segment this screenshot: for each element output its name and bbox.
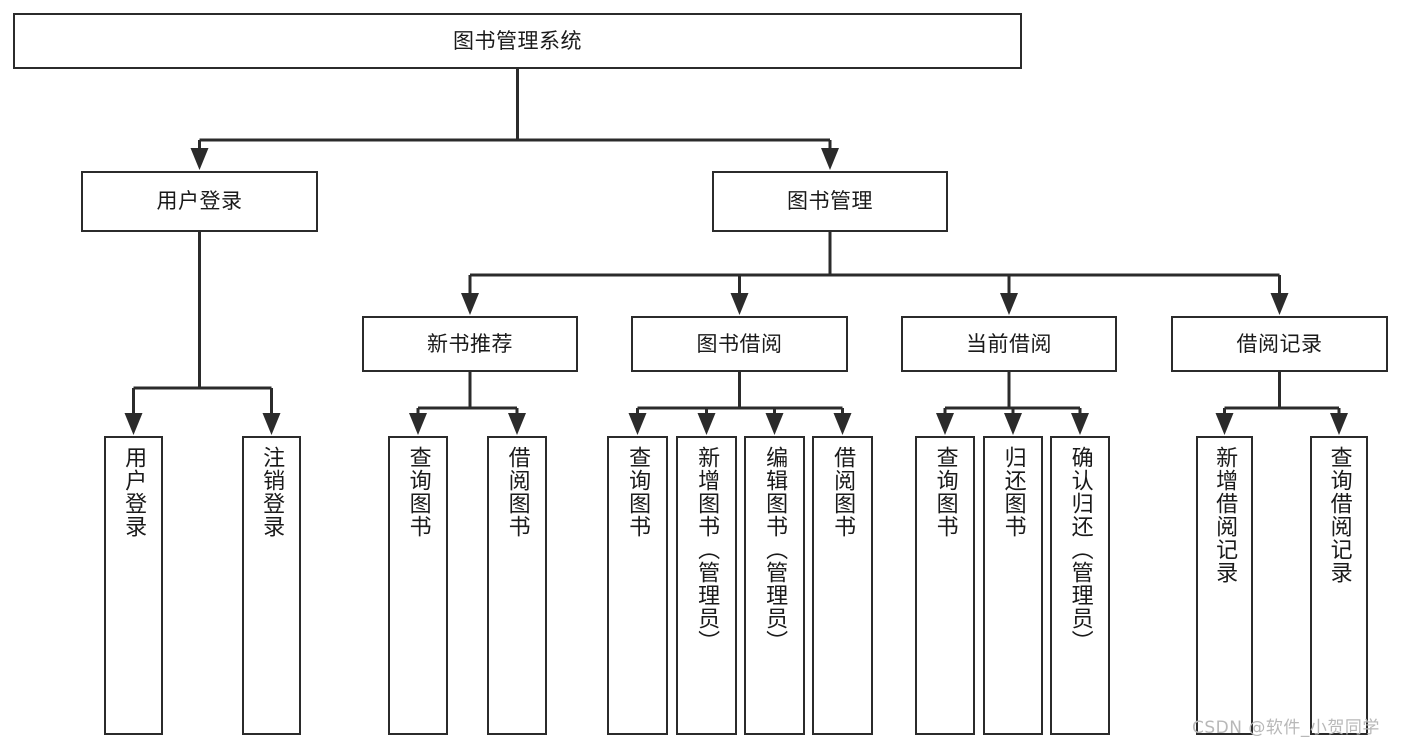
- arrow-head-icon: [765, 413, 784, 435]
- node-label: 新书推荐: [427, 331, 513, 356]
- arrow-head-icon: [409, 413, 427, 435]
- node-new-book-rec[interactable]: 新书推荐: [362, 316, 578, 372]
- node-label: 新增图书（管理员）: [694, 446, 720, 653]
- arrow-head-icon: [1071, 413, 1089, 435]
- arrow-head-icon: [730, 293, 749, 315]
- node-book-borrow[interactable]: 图书借阅: [631, 316, 848, 372]
- watermark-label: CSDN @软件_小贺同学: [1192, 718, 1380, 738]
- node-user-login[interactable]: 用户登录: [81, 171, 318, 232]
- node-label: 编辑图书（管理员）: [762, 446, 788, 653]
- node-leaf-borrow-book-2[interactable]: 借阅图书: [812, 436, 873, 735]
- arrow-head-icon: [508, 413, 526, 435]
- arrow-head-icon: [697, 413, 716, 435]
- arrow-head-icon: [833, 413, 852, 435]
- node-label: 确认归还（管理员）: [1067, 446, 1093, 653]
- node-label: 归还图书: [1000, 446, 1026, 538]
- node-borrow-record[interactable]: 借阅记录: [1171, 316, 1388, 372]
- node-leaf-logout[interactable]: 注销登录: [242, 436, 301, 735]
- node-label: 借阅图书: [504, 446, 530, 538]
- arrow-head-icon: [1330, 413, 1348, 435]
- node-label: 用户登录: [156, 189, 243, 214]
- arrow-head-icon: [262, 413, 281, 435]
- node-leaf-query-book-3[interactable]: 查询图书: [915, 436, 975, 735]
- node-label: 查询图书: [625, 446, 651, 538]
- node-book-manage[interactable]: 图书管理: [712, 171, 948, 232]
- node-leaf-edit-book[interactable]: 编辑图书（管理员）: [744, 436, 805, 735]
- arrow-head-icon: [821, 148, 839, 170]
- arrow-head-icon: [1215, 413, 1234, 435]
- node-label: 借阅记录: [1236, 331, 1323, 356]
- arrow-head-icon: [936, 413, 954, 435]
- node-leaf-add-book[interactable]: 新增图书（管理员）: [676, 436, 737, 735]
- node-label: 查询图书: [405, 446, 431, 538]
- node-leaf-query-book-2[interactable]: 查询图书: [607, 436, 668, 735]
- node-leaf-query-record[interactable]: 查询借阅记录: [1310, 436, 1368, 735]
- node-leaf-add-record[interactable]: 新增借阅记录: [1196, 436, 1253, 735]
- node-leaf-return-book[interactable]: 归还图书: [983, 436, 1043, 735]
- arrow-head-icon: [628, 413, 647, 435]
- arrow-head-icon: [1004, 413, 1022, 435]
- node-label: 图书管理系统: [453, 28, 582, 53]
- node-label: 图书管理: [787, 189, 873, 214]
- node-leaf-user-login[interactable]: 用户登录: [104, 436, 163, 735]
- node-root[interactable]: 图书管理系统: [13, 13, 1022, 69]
- node-label: 用户登录: [121, 446, 147, 538]
- node-leaf-borrow-book-1[interactable]: 借阅图书: [487, 436, 547, 735]
- arrow-head-icon: [190, 148, 209, 170]
- node-label: 查询借阅记录: [1326, 446, 1352, 584]
- node-label: 图书借阅: [696, 331, 783, 356]
- node-leaf-confirm-return[interactable]: 确认归还（管理员）: [1050, 436, 1110, 735]
- arrow-head-icon: [461, 293, 479, 315]
- node-label: 当前借阅: [966, 331, 1052, 356]
- arrow-head-icon: [1000, 293, 1018, 315]
- node-current-borrow[interactable]: 当前借阅: [901, 316, 1117, 372]
- arrow-head-icon: [124, 413, 143, 435]
- node-label: 查询图书: [932, 446, 958, 538]
- node-label: 注销登录: [259, 446, 285, 538]
- node-label: 新增借阅记录: [1212, 446, 1238, 584]
- node-label: 借阅图书: [830, 446, 856, 538]
- arrow-head-icon: [1270, 293, 1289, 315]
- node-leaf-query-book-1[interactable]: 查询图书: [388, 436, 448, 735]
